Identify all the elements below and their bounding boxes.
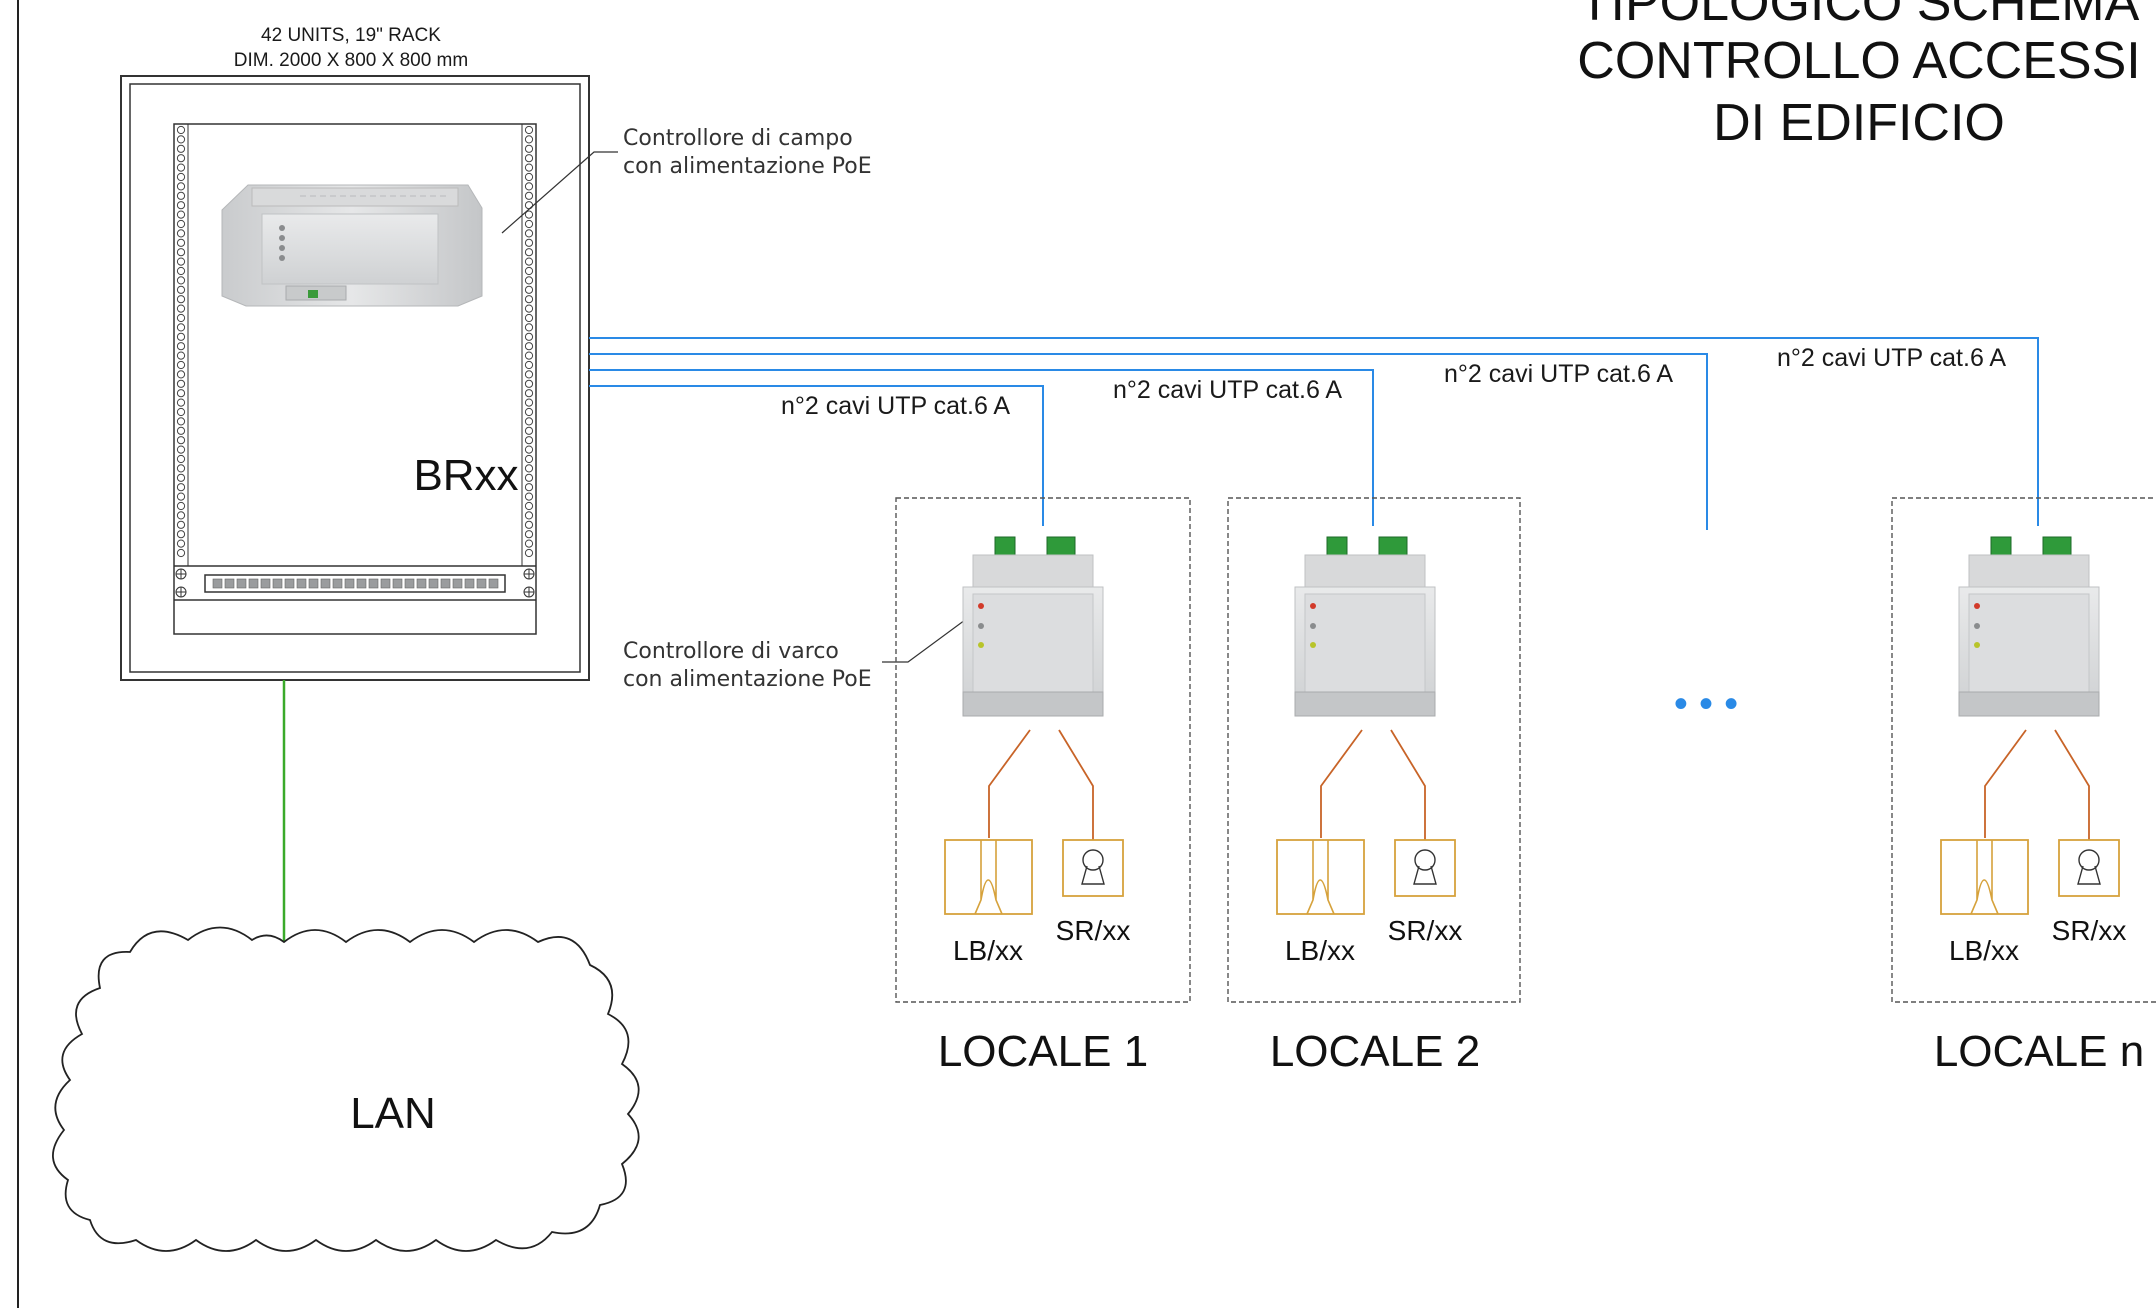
field-controller-leader (501, 151, 618, 234)
locale-boundary (1227, 497, 1521, 1003)
reader-wire (2054, 729, 2090, 840)
gate-controller-note-line-2: con alimentazione PoE (623, 667, 872, 692)
locale-name: LOCALE 2 (1270, 1027, 1480, 1076)
title-line-1: TIPOLOGICO SCHEMA (1579, 0, 2140, 32)
rack-cabinet (120, 75, 590, 681)
gate-controller-note-line-1: Controllore di varco (623, 639, 839, 664)
reader-wire (1058, 729, 1094, 840)
keyhole-reader-icon (2058, 839, 2120, 897)
patch-panel-ports (212, 578, 499, 589)
lock-label: LB/xx (1285, 935, 1355, 966)
electric-lock-icon (944, 839, 1033, 915)
lock-wire (1320, 729, 1363, 838)
panel-screw-right (523, 568, 535, 598)
keyhole-reader-icon (1394, 839, 1456, 897)
utp-cable-routing (589, 337, 2039, 530)
title-line-3: DI EDIFICIO (1713, 94, 2005, 152)
cable-label-extra-locali: n°2 cavi UTP cat.6 A (1444, 360, 1673, 388)
locale-name: LOCALE n (1934, 1027, 2144, 1076)
reader-label: SR/xx (1388, 915, 1463, 946)
lan-label: LAN (350, 1089, 436, 1138)
title-line-2: CONTROLLO ACCESSI (1577, 32, 2140, 90)
lan-cloud (52, 926, 640, 1252)
locale-boundary (1891, 497, 2156, 1003)
utp-cable-to-locale-1 (589, 385, 1044, 526)
field-controller-note-line-1: Controllore di campo (623, 126, 853, 151)
electric-lock-icon (1940, 839, 2029, 915)
gate-controller-leader (882, 619, 966, 663)
locale-boundary (895, 497, 1191, 1003)
rack-header-line-2: DIM. 2000 X 800 X 800 mm (234, 50, 468, 71)
reader-label: SR/xx (2052, 915, 2127, 946)
field-controller-device (221, 184, 483, 307)
rack-label: BRxx (413, 451, 518, 500)
rack-header-line-1: 42 UNITS, 19" RACK (261, 25, 441, 46)
gate-controller-device (962, 536, 1104, 717)
utp-cable-to-locale-2 (589, 369, 1374, 526)
electric-lock-icon (1276, 839, 1365, 915)
rack-mounting-holes-left (176, 125, 186, 558)
panel-screw-left (175, 568, 187, 598)
rack-mounting-holes-right (524, 125, 534, 558)
utp-cable-to-extra-locali (589, 353, 1708, 530)
cable-label-locale-n: n°2 cavi UTP cat.6 A (1777, 344, 2006, 372)
cable-label-locale-2: n°2 cavi UTP cat.6 A (1113, 376, 1342, 404)
lock-wire (1984, 729, 2027, 838)
locale-name: LOCALE 1 (938, 1027, 1148, 1076)
reader-wire (1390, 729, 1426, 840)
lock-label: LB/xx (953, 935, 1023, 966)
reader-label: SR/xx (1056, 915, 1131, 946)
lock-wire (988, 729, 1031, 838)
field-controller-note-line-2: con alimentazione PoE (623, 154, 872, 179)
cable-label-locale-1: n°2 cavi UTP cat.6 A (781, 392, 1010, 420)
gate-controller-device (1294, 536, 1436, 717)
utp-cable-to-locale-n (589, 337, 2039, 526)
more-locali-ellipsis: • • • (1674, 682, 1738, 726)
gate-controller-device (1958, 536, 2100, 717)
keyhole-reader-icon (1062, 839, 1124, 897)
lock-label: LB/xx (1949, 935, 2019, 966)
